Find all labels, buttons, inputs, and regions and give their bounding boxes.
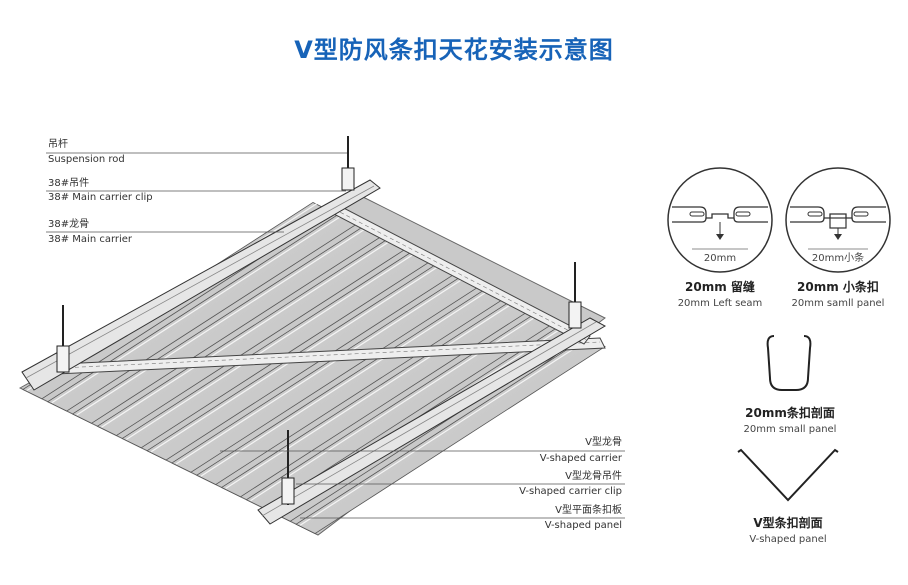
label-rod-en: Suspension rod: [48, 154, 125, 165]
panel-strip: [295, 336, 606, 534]
label-rod-cn: 吊杆: [48, 138, 68, 150]
label-vclip-cn: V型龙骨吊件: [565, 469, 622, 482]
small-panel-cn: 20mm 小条扣: [797, 279, 879, 294]
label-carrier-en: 38# Main carrier: [48, 234, 133, 245]
label-clip-cn: 38#吊件: [48, 177, 89, 189]
panel-strip-highlight: [225, 300, 516, 489]
seam-cn: 20mm 留缝: [685, 279, 755, 294]
panel-strip-highlight: [125, 251, 417, 440]
label-vpanel-en: V-shaped panel: [545, 520, 622, 531]
ceiling-assembly: [18, 136, 607, 536]
small-section-en: 20mm small panel: [744, 424, 837, 435]
main-carrier-front: [257, 317, 607, 525]
page-title: V型防风条扣天花安装示意图: [294, 36, 614, 64]
label-vclip-en: V-shaped carrier clip: [519, 486, 622, 497]
label-vpanel-cn: V型平面条扣板: [555, 503, 622, 516]
seam-tag: 20mm: [704, 253, 736, 264]
v-section-cn: V型条扣剖面: [753, 515, 822, 530]
small-panel-tag: 20mm小条: [812, 251, 864, 264]
panel-strip-highlight: [299, 337, 591, 526]
right-labels: V型龙骨 V-shaped carrier V型龙骨吊件 V-shaped ca…: [220, 435, 625, 531]
seam-en: 20mm Left seam: [678, 298, 763, 309]
panel-strip-highlight: [200, 288, 492, 477]
label-carrier-cn: 38#龙骨: [48, 217, 89, 230]
small-panel-section: [766, 335, 812, 391]
panel-strip-highlight: [76, 227, 367, 416]
small-section-cn: 20mm条扣剖面: [745, 405, 835, 420]
detail-small-panel: 20mm小条: [785, 167, 891, 273]
rod-back: [341, 136, 355, 191]
v-section-en: V-shaped panel: [749, 534, 826, 545]
panel-strip-highlight: [101, 239, 392, 428]
label-vcarrier-en: V-shaped carrier: [540, 453, 623, 464]
rod-right: [568, 262, 582, 329]
label-vcarrier-cn: V型龙骨: [585, 435, 622, 448]
small-panel-en: 20mm samll panel: [792, 298, 885, 309]
detail-left-seam: 20mm: [667, 167, 773, 273]
left-labels: 吊杆 Suspension rod 38#吊件 38# Main carrier…: [46, 138, 347, 245]
v-panel-section: [737, 448, 839, 502]
rod-front: [281, 430, 295, 505]
panel-strip-highlight: [175, 276, 467, 465]
label-clip-en: 38# Main carrier clip: [48, 192, 153, 203]
rod-left: [56, 305, 70, 373]
